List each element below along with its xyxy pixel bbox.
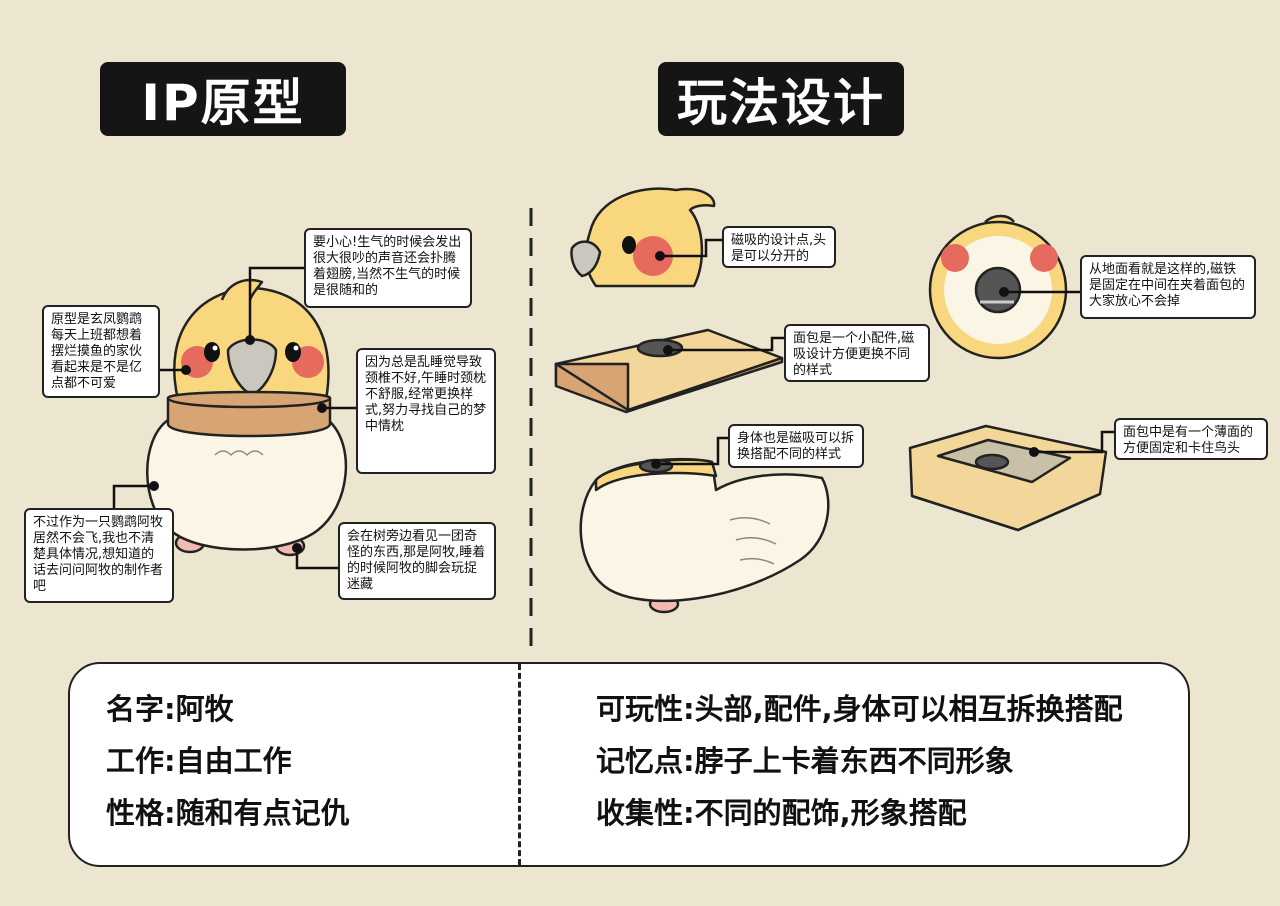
bread-inner-view	[908, 424, 1108, 532]
gameplay-design-title: 玩法设计	[658, 62, 904, 136]
detached-head	[570, 187, 716, 288]
ip-callout-dots	[149, 335, 327, 553]
callout-magnetic-body: 身体也是磁吸可以拆换搭配不同的样式	[728, 424, 864, 468]
design-callout-connectors	[656, 238, 1114, 466]
parrot-eye-right	[285, 342, 301, 362]
callout-neck-pillow: 因为总是乱睡觉导致颈椎不好,午睡时颈枕不舒服,经常更换样式,努力寻找自己的梦中情…	[356, 348, 496, 474]
summary-divider	[518, 664, 521, 865]
design-callout-dots	[651, 251, 1039, 469]
ip-prototype-title: IP原型	[100, 62, 346, 136]
callout-bottom-view: 从地面看就是这样的,磁铁是固定在中间在夹着面包的大家放心不会掉	[1080, 255, 1256, 319]
callout-bread-accessory: 面包是一个小配件,磁吸设计方便更换不同的样式	[784, 324, 930, 382]
bread-accessory	[554, 328, 784, 414]
summary-personality: 性格:随和有点记仇	[106, 796, 350, 830]
summary-job: 工作:自由工作	[106, 744, 292, 778]
callout-magnetic-head: 磁吸的设计点,头是可以分开的	[722, 226, 836, 268]
neck-pillow	[166, 390, 332, 438]
callout-cannot-fly: 不过作为一只鹦鹉阿牧居然不会飞,我也不清楚具体情况,想知道的话去问问阿牧的制作者…	[24, 508, 174, 603]
detached-body	[579, 457, 830, 614]
callout-temper: 要小心!生气的时候会发出很大很吵的声音还会扑腾着翅膀,当然不生气的时候是很随和的	[304, 228, 472, 308]
parrot-crest	[220, 278, 264, 301]
summary-playability: 可玩性:头部,配件,身体可以相互拆换搭配	[596, 692, 1123, 726]
summary-card: 名字:阿牧 工作:自由工作 性格:随和有点记仇 可玩性:头部,配件,身体可以相互…	[68, 662, 1190, 867]
parrot-character	[146, 278, 348, 557]
callout-origin: 原型是玄凤鹦鹉每天上班都想着摆烂摸鱼的家伙看起来是不是亿点都不可爱	[42, 305, 160, 398]
summary-collectibility: 收集性:不同的配饰,形象搭配	[596, 796, 967, 830]
head-bottom-view	[928, 214, 1068, 360]
callout-hide-and-seek: 会在树旁边看见一团奇怪的东西,那是阿牧,睡着的时候阿牧的脚会玩捉迷藏	[338, 522, 496, 600]
summary-memory-point: 记忆点:脖子上卡着东西不同形象	[596, 744, 1014, 778]
callout-bread-inner: 面包中是有一个薄面的方便固定和卡住鸟头	[1114, 418, 1268, 460]
summary-name: 名字:阿牧	[106, 692, 234, 726]
parrot-eye-left	[204, 342, 220, 362]
parrot-body	[146, 418, 348, 551]
